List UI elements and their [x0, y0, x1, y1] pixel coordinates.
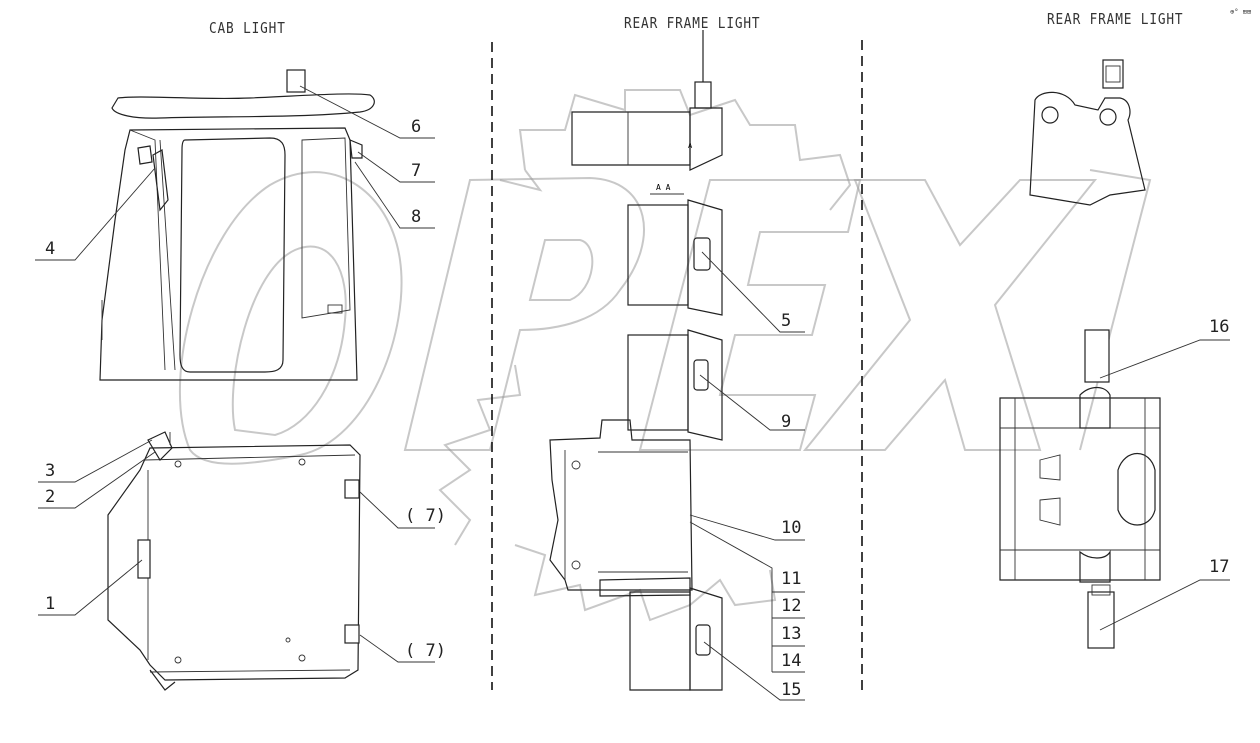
- callout-7-ref-a: ( 7): [405, 506, 446, 526]
- rear-frame-assembly: [549, 419, 723, 691]
- heading-cab-light: CAB LIGHT: [209, 19, 286, 37]
- section-marker: A: [688, 142, 693, 150]
- callout-8: 8: [411, 207, 422, 227]
- callout-4: 4: [45, 239, 56, 259]
- callout-7-ref-b: ( 7): [405, 641, 446, 661]
- rear-frame-plates: [627, 199, 723, 441]
- callout-14: 14: [781, 651, 802, 671]
- view-label: A A: [656, 183, 671, 192]
- rear-frame-bracket: [1029, 59, 1146, 206]
- callout-1: 1: [45, 594, 56, 614]
- callout-6: 6: [411, 117, 422, 137]
- callout-16: 16: [1209, 317, 1230, 337]
- corner-mark: ⊕° ⊞⊞: [1230, 8, 1252, 16]
- watermark-logo: [178, 89, 1152, 622]
- callout-15: 15: [781, 680, 802, 700]
- cab-side-view: [99, 69, 375, 381]
- callout-13: 13: [781, 624, 802, 644]
- rear-frame-plan: [999, 329, 1161, 649]
- callout-7: 7: [411, 161, 422, 181]
- callout-12: 12: [781, 596, 802, 616]
- cab-top-view: [107, 431, 361, 691]
- callout-2: 2: [45, 487, 56, 507]
- callout-11: 11: [781, 569, 802, 589]
- rear-frame-detail-top: A A A: [571, 30, 723, 195]
- heading-rear-frame-light-right: REAR FRAME LIGHT: [1047, 10, 1184, 28]
- callout-17: 17: [1209, 557, 1230, 577]
- callout-9: 9: [781, 412, 792, 432]
- callout-5: 5: [781, 311, 792, 331]
- callout-10: 10: [781, 518, 802, 538]
- heading-rear-frame-light-center: REAR FRAME LIGHT: [624, 14, 761, 32]
- leader-lines: [35, 85, 1230, 701]
- callout-3: 3: [45, 461, 56, 481]
